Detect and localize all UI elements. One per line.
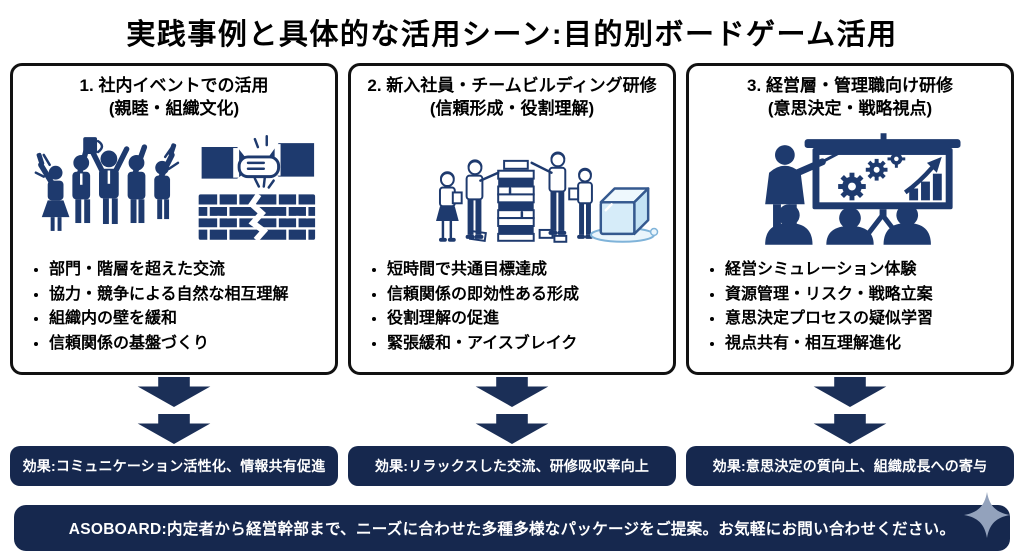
illustration-management-training: [697, 124, 1003, 252]
bullet-item: 短時間で共通目標達成: [387, 258, 665, 283]
down-arrow-icon: [813, 377, 887, 407]
arrows-3: [802, 375, 898, 446]
card-title-3-line2: (意思決定・戦略視点): [767, 98, 933, 118]
effect-bar-3: 効果:意思決定の質向上、組織成長への寄与: [686, 446, 1014, 486]
bullet-item: 部門・階層を超えた交流: [49, 258, 327, 283]
bullet-item: 信頼関係の基盤づくり: [49, 332, 327, 357]
card-title-1-line1: 1. 社内イベントでの活用: [79, 76, 269, 95]
illustration-internal-events: [21, 124, 327, 252]
bullet-item: 経営シミュレーション体験: [725, 258, 1003, 283]
illustration-team-building: [359, 124, 665, 252]
card-title-2-line1: 2. 新入社員・チームビルディング研修: [367, 76, 657, 95]
handshake-icon: [201, 134, 315, 179]
card-title-3: 3. 経営層・管理職向け研修 (意思決定・戦略視点): [697, 75, 1003, 121]
column-management-training: 3. 経営層・管理職向け研修 (意思決定・戦略視点): [686, 63, 1014, 486]
bullet-item: 役割理解の促進: [387, 307, 665, 332]
team-jenga-icon: [436, 151, 593, 243]
effect-bar-2: 効果:リラックスした交流、研修吸収率向上: [348, 446, 676, 486]
column-internal-events: 1. 社内イベントでの活用 (親睦・組織文化): [10, 63, 338, 486]
down-arrow-icon: [475, 377, 549, 407]
card-title-1-line2: (親睦・組織文化): [108, 98, 240, 118]
down-arrow-icon: [813, 414, 887, 444]
arrows-2: [464, 375, 560, 446]
bullet-list-2: 短時間で共通目標達成 信頼関係の即効性ある形成 役割理解の促進 緊張緩和・アイス…: [369, 258, 665, 357]
arrows-1: [126, 375, 222, 446]
bullet-item: 信頼関係の即効性ある形成: [387, 283, 665, 308]
sparkle-icon: [964, 492, 1010, 538]
card-team-building: 2. 新入社員・チームビルディング研修 (信頼形成・役割理解): [348, 63, 676, 375]
footer-banner: ASOBOARD:内定者から経営幹部まで、ニーズに合わせた多種多様なパッケージを…: [14, 492, 1010, 551]
column-team-building: 2. 新入社員・チームビルディング研修 (信頼形成・役割理解): [348, 63, 676, 486]
bullet-item: 緊張緩和・アイスブレイク: [387, 332, 665, 357]
down-arrow-icon: [137, 377, 211, 407]
card-management-training: 3. 経営層・管理職向け研修 (意思決定・戦略視点): [686, 63, 1014, 375]
bullet-item: 資源管理・リスク・戦略立案: [725, 283, 1003, 308]
bullet-list-1: 部門・階層を超えた交流 協力・競争による自然な相互理解 組織内の壁を緩和 信頼関…: [31, 258, 327, 357]
card-title-1: 1. 社内イベントでの活用 (親睦・組織文化): [21, 75, 327, 121]
page-title: 実践事例と具体的な活用シーン:目的別ボードゲーム活用: [126, 19, 898, 51]
footer-text: ASOBOARD:内定者から経営幹部まで、ニーズに合わせた多種多様なパッケージを…: [68, 521, 956, 538]
card-title-2: 2. 新入社員・チームビルディング研修 (信頼形成・役割理解): [359, 75, 665, 121]
effect-bar-1: 効果:コミュニケーション活性化、情報共有促進: [10, 446, 338, 486]
bullet-item: 意思決定プロセスの疑似学習: [725, 307, 1003, 332]
melting-ice-cube-icon: [589, 187, 659, 243]
card-title-2-line2: (信頼形成・役割理解): [429, 98, 595, 118]
presentation-training-icon: [765, 133, 961, 245]
down-arrow-icon: [137, 414, 211, 444]
crowd-celebration-icon: [34, 137, 180, 231]
down-arrow-icon: [475, 414, 549, 444]
bullet-item: 組織内の壁を緩和: [49, 307, 327, 332]
bullet-item: 協力・競争による自然な相互理解: [49, 283, 327, 308]
card-title-3-line1: 3. 経営層・管理職向け研修: [747, 76, 953, 95]
columns: 1. 社内イベントでの活用 (親睦・組織文化): [10, 63, 1014, 486]
cracked-brick-wall-icon: [197, 176, 317, 242]
bullet-list-3: 経営シミュレーション体験 資源管理・リスク・戦略立案 意思決定プロセスの疑似学習…: [707, 258, 1003, 357]
card-internal-events: 1. 社内イベントでの活用 (親睦・組織文化): [10, 63, 338, 375]
bullet-item: 視点共有・相互理解進化: [725, 332, 1003, 357]
